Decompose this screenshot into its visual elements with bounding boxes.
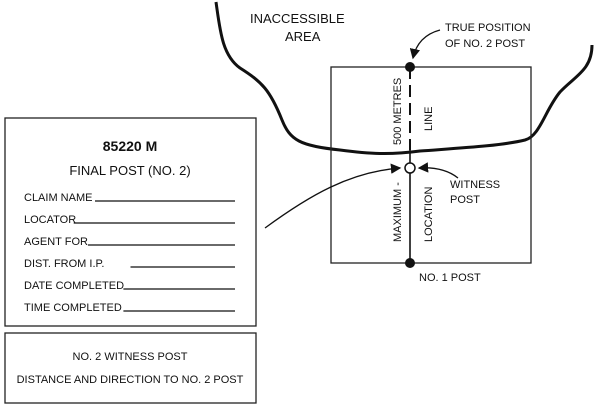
no2-post-true-position (405, 62, 415, 72)
tag-title: FINAL POST (NO. 2) (69, 163, 190, 178)
true-position-label: TRUE POSITION OF NO. 2 POST (445, 22, 534, 50)
witness-post-tag: NO. 2 WITNESS POST DISTANCE AND DIRECTIO… (4, 332, 257, 404)
tag-field-label: DATE COMPLETED (24, 280, 124, 292)
inaccessible-boundary (214, 1, 594, 156)
line-label-maximum: MAXIMUM - (392, 182, 404, 242)
line-label-location: LOCATION (423, 187, 435, 242)
witness-post-arrow (417, 162, 459, 179)
tag-field-label: DIST. FROM I.P. (24, 258, 104, 270)
tag-field-label: CLAIM NAME (24, 192, 92, 204)
tag-field-label: LOCATOR (24, 214, 76, 226)
no1-post-marker (405, 258, 415, 268)
tag-pointer-arrow (264, 163, 402, 229)
final-post-tag: 85220 M FINAL POST (NO. 2) CLAIM NAME LOC… (4, 117, 257, 327)
tag-number: 85220 M (103, 138, 157, 154)
no1-post-label: NO. 1 POST (419, 272, 481, 284)
line-label-500-metres: 500 METRES (392, 78, 404, 145)
claim-square (330, 66, 532, 264)
witness-tag-line2: DISTANCE AND DIRECTION TO NO. 2 POST (17, 374, 244, 386)
witness-post-marker (404, 162, 416, 174)
tag-field-label: TIME COMPLETED (24, 302, 122, 314)
tag-field-label: AGENT FOR (24, 236, 88, 248)
true-position-arrow (409, 29, 441, 60)
witness-post-label: WITNESS POST (450, 179, 503, 206)
inaccessible-area-label: INACCESSIBLE AREA (250, 11, 348, 44)
line-label-line: LINE (423, 107, 435, 131)
witness-tag-line1: NO. 2 WITNESS POST (73, 351, 188, 363)
